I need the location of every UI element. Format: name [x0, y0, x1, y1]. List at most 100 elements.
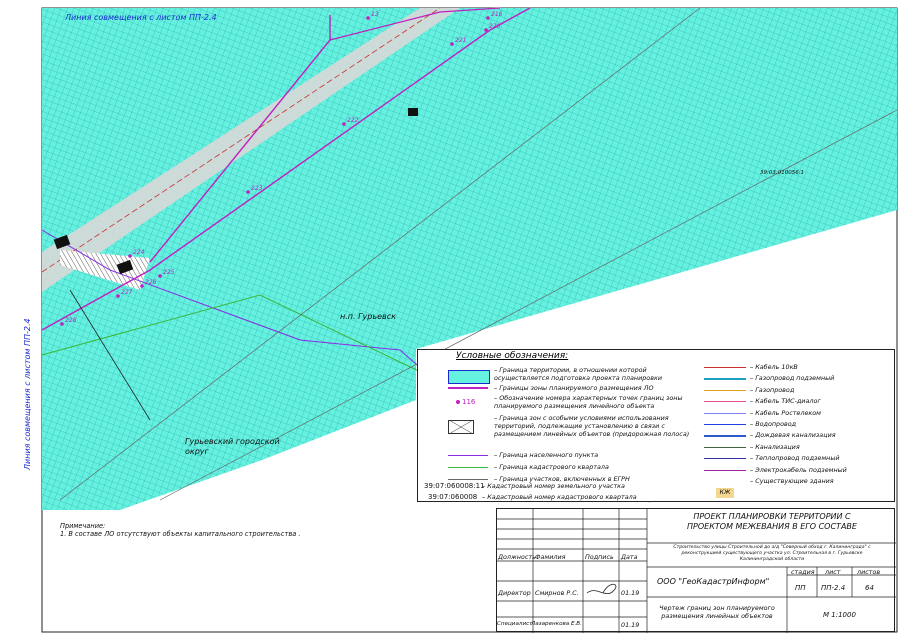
legend-item-cadastral: – Граница кадастрового квартала — [494, 463, 609, 471]
utility-swatch-6 — [704, 435, 746, 437]
point-label: 220 — [489, 23, 501, 30]
egrn-swatch — [448, 479, 488, 480]
territory-swatch — [448, 370, 490, 384]
legend-item-egrn: – Граница участков, включенных в ЕГРН — [494, 475, 630, 483]
legend-utility-8: – Теплопровод подземный — [750, 454, 840, 463]
legend-item-roadside: – Граница зон с особыми условиями исполь… — [494, 414, 690, 438]
specialist-role: Специалист — [497, 621, 533, 627]
legend-item-points: – Обозначение номера характерных точек г… — [494, 394, 683, 410]
sheet-header: лист — [825, 568, 841, 576]
zone-boundary-line-3 — [329, 7, 501, 41]
building-swatch: КЖ — [716, 488, 734, 498]
utility-swatch-1 — [704, 378, 746, 380]
director-name: Смирнов Р.С. — [535, 589, 579, 597]
drawing-title: Чертеж границ зон планируемого размещени… — [659, 604, 775, 620]
utility-swatch-4 — [704, 412, 746, 414]
col-date: Дата — [621, 553, 638, 561]
point-marker — [342, 122, 346, 126]
legend-utility-4: – Кабель Ростелеком — [750, 408, 821, 417]
parcel-number-label: 39:03:010056:1 — [760, 170, 805, 176]
col-role: Должность — [498, 553, 536, 561]
legend-item-quarter: – Кадастровый номер кадастрового квартал… — [482, 493, 637, 501]
legend: Условные обозначения: 116 39:07:060008:1… — [417, 349, 895, 502]
scale: М 1:1000 — [823, 611, 856, 619]
note: Примечание: 1. В составе ЛО отсутствуют … — [60, 522, 300, 538]
roadside-zone-swatch — [448, 420, 474, 434]
point-label: 222 — [347, 117, 359, 124]
point-swatch — [456, 400, 460, 404]
point-marker — [116, 294, 120, 298]
sheets-header: листов — [857, 568, 881, 576]
point-marker — [140, 284, 144, 288]
specialist-name: Лазаренкова Е.В. — [531, 621, 582, 627]
utility-swatch-5 — [704, 424, 746, 426]
district-label: Гурьевский городской округ — [185, 437, 280, 456]
point-marker — [450, 42, 454, 46]
legend-utility-5: – Водопровод — [750, 420, 797, 428]
point-marker — [128, 254, 132, 258]
roadside-strip — [60, 250, 150, 290]
legend-title: Условные обозначения: — [456, 351, 569, 361]
legend-item-settlement: – Граница населенного пункта — [494, 451, 599, 459]
note-text: 1. В составе ЛО отсутствуют объекты капи… — [60, 530, 301, 538]
legend-item-parcel: – Кадастровый номер земельного участка — [482, 482, 625, 490]
utility-swatch-2 — [704, 389, 746, 391]
title-block: ПРОЕКТ ПЛАНИРОВКИ ТЕРРИТОРИИ С ПРОЕКТОМ … — [496, 508, 896, 633]
project-subtitle: Строительство улицы Строительной до а/д … — [673, 545, 871, 562]
point-marker — [486, 16, 490, 20]
point-marker — [246, 190, 250, 194]
legend-item-zone: – Границы зоны планируемого размещения Л… — [494, 384, 654, 392]
match-line-left-label: Линия совмещения с листом ПП-2.4 — [23, 318, 32, 470]
characteristic-points: 13 216 220 221 222 223 224 225 226 227 228 — [60, 11, 503, 326]
point-marker — [60, 322, 64, 326]
point-label: 227 — [121, 289, 133, 296]
point-label: 224 — [133, 249, 145, 256]
point-sample: 116 — [462, 398, 476, 406]
legend-utility-2: – Газопровод — [750, 385, 795, 394]
legend-item-territory: – Граница территории, в отношении которо… — [494, 366, 662, 382]
col-name: Фамилия — [535, 553, 566, 561]
col-signature: Подпись — [585, 553, 614, 561]
point-marker — [366, 16, 370, 20]
legend-utility-0: – Кабель 10кВ — [750, 363, 798, 371]
utility-swatch-0 — [704, 367, 746, 369]
specialist-date: 01.19 — [621, 621, 640, 629]
sheets-value: 64 — [865, 584, 874, 592]
stage-header: стадия — [791, 568, 815, 576]
note-heading: Примечание: — [60, 522, 106, 530]
stage-value: ПП — [795, 584, 806, 592]
company-name: ООО "ГеоКадастрИнформ" — [657, 577, 770, 586]
road-band — [42, 8, 460, 292]
point-label: 226 — [145, 279, 157, 286]
zone-line-swatch — [448, 387, 488, 389]
project-title: ПРОЕКТ ПЛАНИРОВКИ ТЕРРИТОРИИ С ПРОЕКТОМ … — [687, 512, 857, 531]
legend-utility-6: – Дождевая канализация — [750, 431, 836, 440]
parcel-sample: 39:07:060008:11 — [424, 482, 485, 490]
point-marker — [484, 28, 488, 32]
settlement-label: н.п. Гурьевск — [340, 312, 396, 321]
sheet-value: ПП-2.4 — [821, 584, 846, 592]
zone-boundary-line-2 — [41, 7, 531, 331]
point-label: 216 — [491, 11, 503, 18]
utility-swatch-7 — [704, 446, 746, 448]
utility-swatch-8 — [704, 458, 746, 460]
match-line-top-label: Линия совмещения с листом ПП-2.4 — [65, 13, 217, 22]
utility-swatch-9 — [704, 469, 746, 471]
director-date: 01.19 — [621, 589, 640, 597]
point-label: 225 — [163, 269, 175, 276]
point-label: 223 — [251, 185, 263, 192]
legend-utility-10: – Существующие здания — [750, 477, 834, 485]
point-label: 228 — [65, 317, 77, 324]
utility-swatch-3 — [704, 401, 746, 403]
legend-utility-1: – Газопровод подземный — [750, 374, 835, 383]
point-label: 221 — [455, 37, 466, 44]
director-role: Директор — [498, 589, 531, 597]
settlement-swatch — [448, 455, 488, 457]
cadastral-swatch — [448, 467, 488, 469]
quarter-sample: 39:07:060008 — [428, 493, 478, 501]
legend-utility-9: – Электрокабель подземный — [750, 465, 847, 474]
point-marker — [158, 274, 162, 278]
legend-utility-3: – Кабель ТИС-диалог — [750, 397, 821, 406]
point-label: 13 — [371, 11, 379, 18]
